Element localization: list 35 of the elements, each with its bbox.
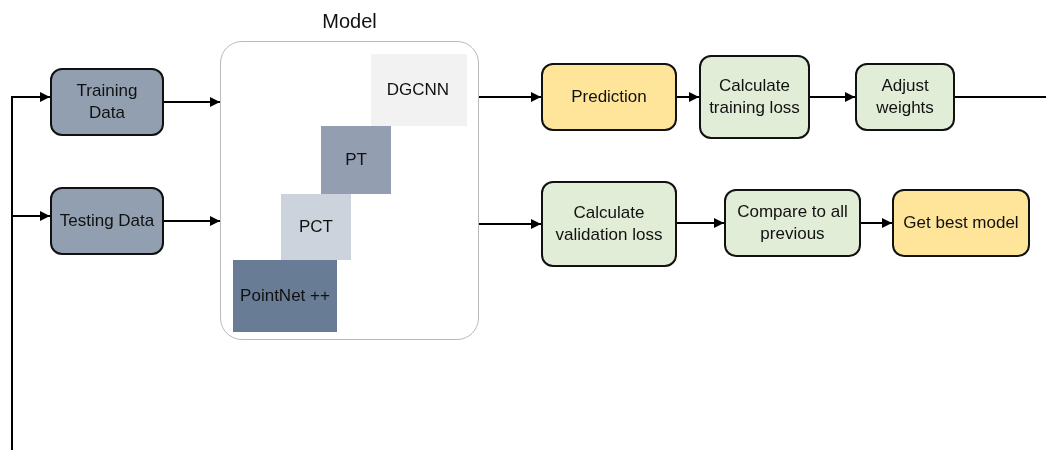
connector-line: [954, 96, 1046, 98]
box-label: PointNet ++: [239, 285, 331, 307]
box-label: Get best model: [902, 212, 1020, 234]
arrow: [860, 218, 893, 228]
arrow: [163, 216, 221, 226]
box-label: Compare to all previous: [736, 201, 849, 245]
layer-box: [281, 194, 351, 260]
process-box: [541, 181, 677, 267]
arrow: [478, 219, 542, 229]
layer-box: [233, 260, 337, 332]
process-box: [892, 189, 1030, 257]
layer-box: [371, 54, 467, 126]
box-label: Testing Data: [58, 210, 156, 232]
box-label: Calculate training loss: [708, 75, 801, 119]
box-label: PT: [344, 149, 368, 171]
arrow: [676, 92, 700, 102]
process-box: [699, 55, 810, 139]
panel-title: Model: [321, 10, 378, 32]
process-box: [724, 189, 861, 257]
process-box: [50, 187, 164, 255]
process-box: [855, 63, 955, 131]
box-label: PCT: [298, 216, 334, 238]
process-box: [541, 63, 677, 131]
box-label: Calculate validation loss: [554, 202, 664, 246]
arrow: [676, 218, 725, 228]
arrow: [478, 92, 542, 102]
process-box: [50, 68, 164, 136]
box-label: DGCNN: [385, 79, 450, 101]
arrow: [11, 211, 51, 450]
layer-box: [321, 126, 391, 194]
arrow: [809, 92, 856, 102]
box-label: Adjust weights: [875, 75, 935, 119]
box-label: Prediction: [570, 86, 648, 108]
arrow: [163, 97, 221, 107]
box-label: Training Data: [75, 80, 139, 124]
